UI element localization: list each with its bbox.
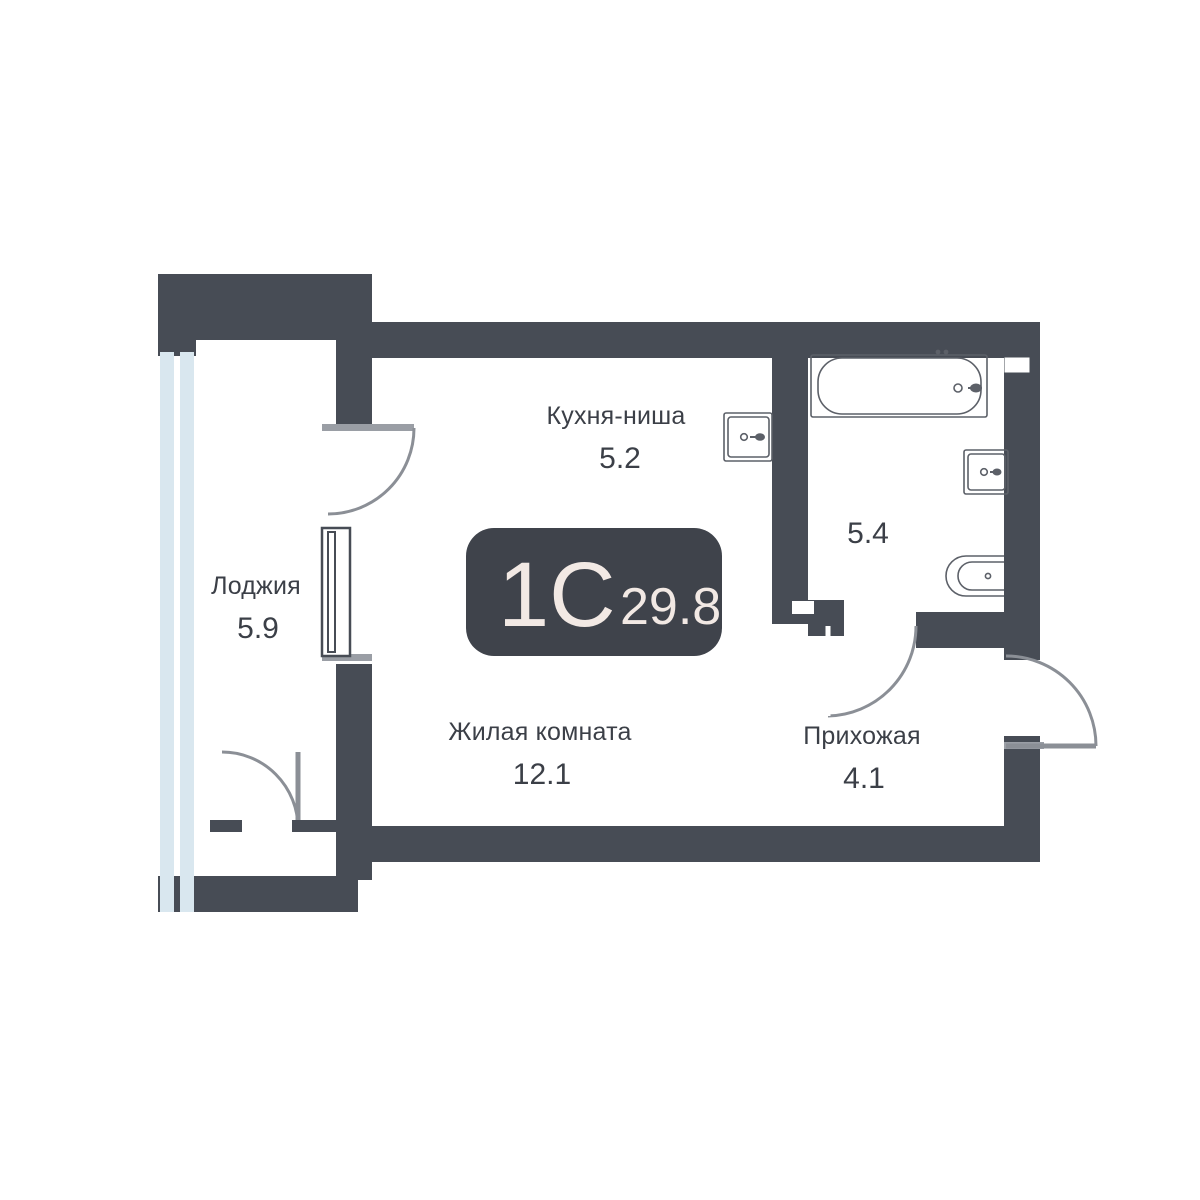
loggia-door-leaf — [320, 526, 352, 658]
balcony-door-swing — [221, 750, 301, 829]
badge-total-area: 29.8 — [620, 578, 721, 636]
ventilation-ducts — [792, 357, 1030, 614]
bathroom-door-swing — [825, 625, 918, 718]
kitchen-area: 5.2 — [599, 442, 641, 475]
apartment-type-badge[interactable]: 1С 29.8 — [466, 528, 722, 656]
kitchen-sink-fixture — [723, 412, 773, 462]
room-labels: Кухня-ниша 5.2 5.4 Лоджия 5.9 Жилая комн… — [211, 402, 920, 795]
balcony-door-jamb — [210, 820, 340, 832]
entrance-door-swing — [1005, 654, 1098, 749]
loggia-area: 5.9 — [237, 612, 279, 645]
bathroom-sink-fixture — [963, 449, 1009, 495]
badge-type-label: 1С — [498, 544, 616, 646]
kitchen-label: Кухня-ниша — [547, 402, 686, 430]
loggia-door-swing — [327, 427, 416, 516]
bathroom-area: 5.4 — [847, 517, 889, 550]
wall-structure — [158, 274, 1040, 912]
living-room-label: Жилая комната — [448, 718, 631, 746]
bathtub-fixture — [810, 349, 988, 418]
hallway-label: Прихожая — [803, 722, 920, 750]
hallway-area: 4.1 — [843, 762, 885, 795]
loggia-label: Лоджия — [211, 572, 301, 600]
loggia-window-glazing — [160, 352, 194, 912]
toilet-fixture — [945, 555, 1004, 597]
living-room-area: 12.1 — [513, 758, 571, 791]
